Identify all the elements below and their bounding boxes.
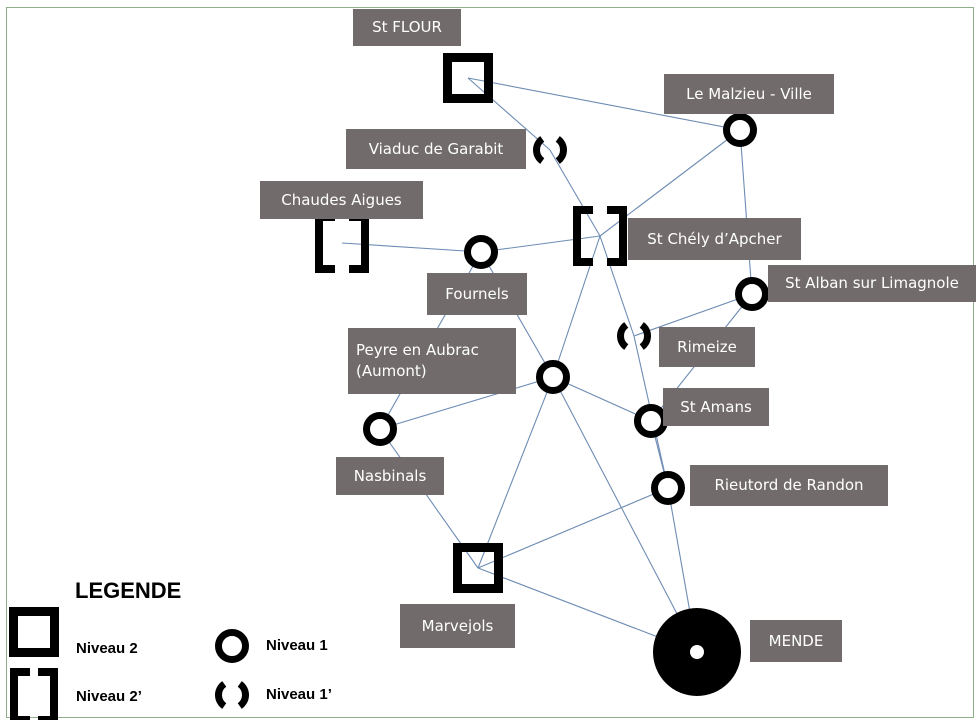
link-le-malzieu-st-alban xyxy=(739,129,753,295)
place-label-st-flour: St FLOUR xyxy=(353,9,461,46)
place-label-chaudes-aigues: Chaudes Aigues xyxy=(260,181,423,219)
rimeize-symbol xyxy=(617,322,651,350)
fournels-symbol xyxy=(464,235,498,269)
link-st-chely-rimeize xyxy=(599,235,635,337)
legend-label-niveau-1: Niveau 1 xyxy=(266,637,328,654)
link-peyre-mende xyxy=(552,376,698,653)
place-label-peyre: Peyre en Aubrac (Aumont) xyxy=(348,328,516,394)
st-alban-symbol xyxy=(735,277,769,311)
place-label-rimeize: Rimeize xyxy=(659,327,755,367)
viaduc-symbol-left-arc xyxy=(533,136,545,164)
legend-broken-ring-symbol-right-arc xyxy=(237,681,249,709)
link-fournels-st-chely xyxy=(480,235,601,253)
place-label-st-chely: St Chély d’Apcher xyxy=(628,218,801,260)
link-st-flour-le-malzieu xyxy=(467,77,741,131)
legend-label-niveau-1-prime: Niveau 1’ xyxy=(266,686,332,703)
rimeize-symbol-left-arc xyxy=(617,322,629,350)
place-label-rieutord: Rieutord de Randon xyxy=(690,465,888,506)
link-peyre-marvejols xyxy=(477,376,554,569)
link-peyre-st-amans xyxy=(552,376,652,422)
link-viaduc-st-chely xyxy=(549,149,601,237)
marvejols-symbol xyxy=(453,543,503,593)
legend-broken-ring-symbol xyxy=(215,681,249,709)
symbols-layer xyxy=(315,53,769,696)
link-st-flour-viaduc xyxy=(467,77,551,151)
st-chely-symbol-right xyxy=(607,206,627,266)
rieutord-symbol xyxy=(651,471,685,505)
legend-broken-ring-symbol-left-arc xyxy=(215,681,227,709)
link-st-alban-rimeize xyxy=(633,293,753,337)
legend-ring-symbol xyxy=(215,629,249,663)
mende-symbol xyxy=(653,608,741,696)
link-peyre-nasbinals xyxy=(379,376,554,430)
peyre-symbol xyxy=(536,360,570,394)
st-amans-symbol xyxy=(634,404,668,438)
legend-brackets-symbol-left xyxy=(10,668,30,720)
le-malzieu-symbol xyxy=(723,113,757,147)
legend-symbols xyxy=(9,607,249,720)
legend-title: LEGENDE xyxy=(75,578,182,603)
link-marvejols-rieutord xyxy=(477,487,669,569)
viaduc-symbol xyxy=(533,136,567,164)
place-label-viaduc: Viaduc de Garabit xyxy=(346,129,526,169)
legend-label-niveau-2: Niveau 2 xyxy=(76,640,138,657)
legend-brackets-symbol-right xyxy=(38,668,58,720)
place-label-mende: MENDE xyxy=(750,620,842,662)
legend-brackets-symbol xyxy=(10,668,58,720)
place-label-nasbinals: Nasbinals xyxy=(336,457,444,495)
place-label-fournels: Fournels xyxy=(427,273,527,315)
legend-square-symbol xyxy=(9,607,59,657)
chaudes-aigues-symbol-right xyxy=(349,213,369,273)
mende-symbol-center xyxy=(690,645,704,659)
chaudes-aigues-symbol-left xyxy=(315,213,335,273)
place-label-st-amans: St Amans xyxy=(663,388,769,426)
place-label-marvejols: Marvejols xyxy=(400,604,515,648)
st-chely-symbol xyxy=(573,206,627,266)
nasbinals-symbol xyxy=(363,412,397,446)
place-label-le-malzieu: Le Malzieu - Ville xyxy=(664,74,834,114)
rimeize-symbol-right-arc xyxy=(639,322,651,350)
figure-frame xyxy=(6,7,974,718)
st-flour-symbol xyxy=(443,53,493,103)
legend-label-niveau-2-prime: Niveau 2’ xyxy=(76,688,142,705)
place-label-st-alban: St Alban sur Limagnole xyxy=(768,265,976,302)
st-chely-symbol-left xyxy=(573,206,593,266)
viaduc-symbol-right-arc xyxy=(555,136,567,164)
